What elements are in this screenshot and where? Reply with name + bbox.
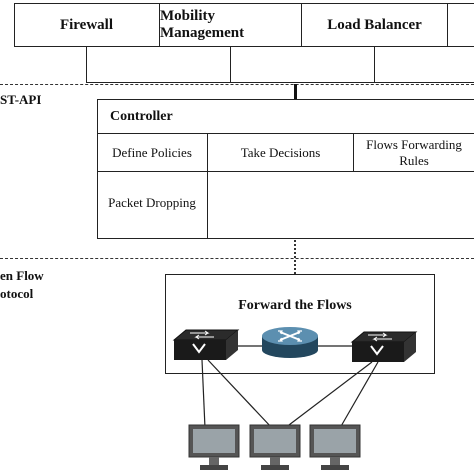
data-plane-title: Forward the Flows <box>238 298 352 313</box>
function-define-policies: Define Policies <box>112 144 192 160</box>
controller-title: Controller <box>110 109 173 124</box>
controller-row-line <box>97 133 474 134</box>
app-mobility-management: Mobility Management <box>160 8 245 41</box>
controller-col-line <box>207 133 208 239</box>
switch-icon <box>350 331 418 362</box>
southbound-link <box>294 240 296 274</box>
computer-icon <box>249 424 301 470</box>
controller-box <box>97 99 474 239</box>
router-icon <box>262 327 318 358</box>
layer-separator-bottom <box>0 258 474 259</box>
function-take-decisions: Take Decisions <box>240 144 321 160</box>
computer-icon <box>309 424 361 470</box>
controller-row-line <box>97 171 474 172</box>
northbound-interface-label: ST-API <box>0 92 42 107</box>
southbound-interface-label: en Flow <box>0 268 44 283</box>
controller-link <box>294 84 297 100</box>
app-connector-bracket <box>86 47 474 83</box>
app-firewall: Firewall <box>59 16 114 33</box>
app-divider <box>301 3 302 47</box>
southbound-interface-label: otocol <box>0 286 34 301</box>
network-links <box>201 345 379 429</box>
switch-icon <box>172 329 240 360</box>
application-layer <box>14 3 474 47</box>
app-connector-line <box>230 47 231 83</box>
layer-separator-top <box>0 84 474 85</box>
app-divider <box>447 3 448 47</box>
app-connector-line <box>374 47 375 83</box>
app-divider <box>159 3 160 47</box>
computer-icon <box>188 424 240 470</box>
controller-col-line <box>353 133 354 171</box>
function-packet-dropping: Packet Dropping <box>108 195 196 210</box>
function-flows-forwarding-rules: Flows Forwarding Rules <box>366 136 462 168</box>
app-load-balancer: Load Balancer <box>327 16 422 33</box>
